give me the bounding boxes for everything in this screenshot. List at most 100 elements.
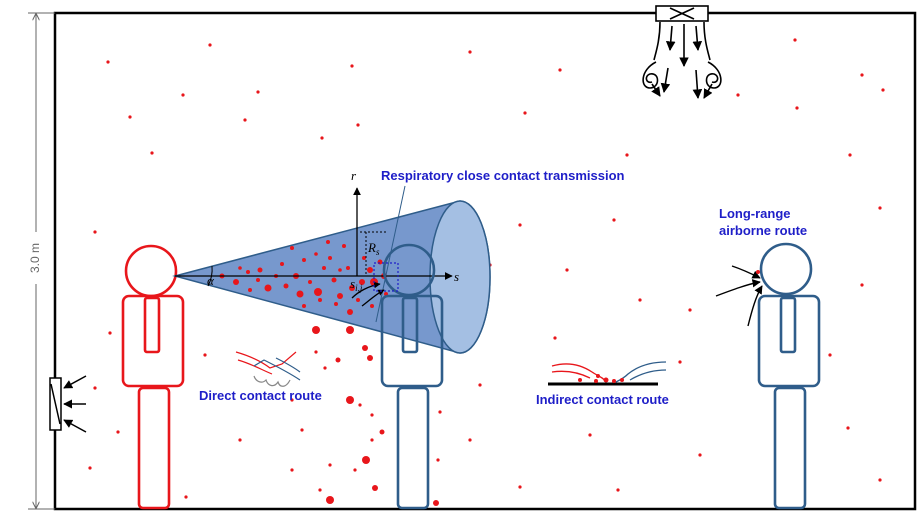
droplet [349,285,355,291]
droplet [793,38,797,42]
droplet [878,206,882,210]
droplet [246,270,250,274]
droplet [290,398,294,402]
height-dimension: 3.0 m [22,12,55,510]
droplet [828,353,832,357]
droplet [523,111,527,115]
droplet [296,290,304,298]
droplet [88,466,92,470]
droplet [128,115,132,119]
droplet [612,218,616,222]
droplet [314,252,318,256]
droplet [337,293,343,299]
droplet [688,308,692,312]
droplet [372,485,378,491]
infector-person [121,244,185,510]
droplet [328,463,332,467]
droplet [320,136,324,140]
droplet [558,68,562,72]
droplet [362,456,370,464]
droplet [518,223,522,227]
droplet [356,123,360,127]
droplet [347,309,353,315]
indirect-contact-label: Indirect contact route [536,392,669,407]
droplet [308,280,312,284]
droplet [370,438,374,442]
height-label: 3.0 m [28,243,42,273]
droplet [638,298,642,302]
r-axis-label: r [351,168,357,183]
droplet [290,246,294,250]
droplet [338,268,342,272]
droplet [860,283,864,287]
droplet [436,458,440,462]
susceptible-person-close [373,243,444,510]
droplet [346,266,350,270]
susceptible-person-far [757,242,821,510]
droplet [367,355,373,361]
handshake-icon [235,351,301,387]
droplet [328,256,332,260]
respiratory-label: Respiratory close contact transmission [381,168,625,183]
droplet [678,360,682,364]
droplet [238,266,242,270]
droplet [359,279,365,285]
long-range-label-line1: Long-range [719,206,791,221]
ceiling-diffuser-icon [642,5,722,99]
droplet [106,60,110,64]
s-axis-label: s [454,269,459,284]
droplet [318,488,322,492]
droplet [302,258,306,262]
droplet [588,433,592,437]
droplet [302,304,306,308]
droplet [353,468,357,472]
droplet [370,413,374,417]
droplet [264,284,272,292]
droplet [860,73,864,77]
droplet [478,383,482,387]
droplet [208,43,212,47]
droplet [335,357,341,363]
droplet [438,410,442,414]
surface-touch-icon [548,361,667,386]
droplet [616,488,620,492]
airborne-droplets [88,38,885,506]
droplet [468,50,472,54]
droplet [312,326,320,334]
droplet [248,288,252,292]
droplet [565,268,569,272]
droplet [314,350,318,354]
droplet [314,288,322,296]
droplet [150,151,154,155]
droplet [323,366,327,370]
droplet [184,495,188,499]
droplet [233,279,239,285]
droplet [362,256,366,260]
room-outline [53,11,917,511]
droplet [257,267,263,273]
droplet [342,244,346,248]
droplet [326,240,330,244]
droplet [256,90,260,94]
alpha-label: α [207,273,215,288]
droplet [203,353,207,357]
droplet [93,230,97,234]
droplet [334,302,338,306]
droplet [346,396,354,404]
sij-label: si,j [350,276,363,293]
droplet [243,118,247,122]
droplet [433,500,439,506]
droplet [881,88,885,92]
droplet [553,336,557,340]
droplet [518,485,522,489]
droplet [280,262,284,266]
droplet [300,428,304,432]
droplet [350,64,354,68]
rs-label: Rs [367,240,380,257]
droplet [356,298,360,302]
droplet [698,453,702,457]
droplet [367,267,373,273]
droplet [468,438,472,442]
droplet [116,430,120,434]
droplet [283,283,289,289]
